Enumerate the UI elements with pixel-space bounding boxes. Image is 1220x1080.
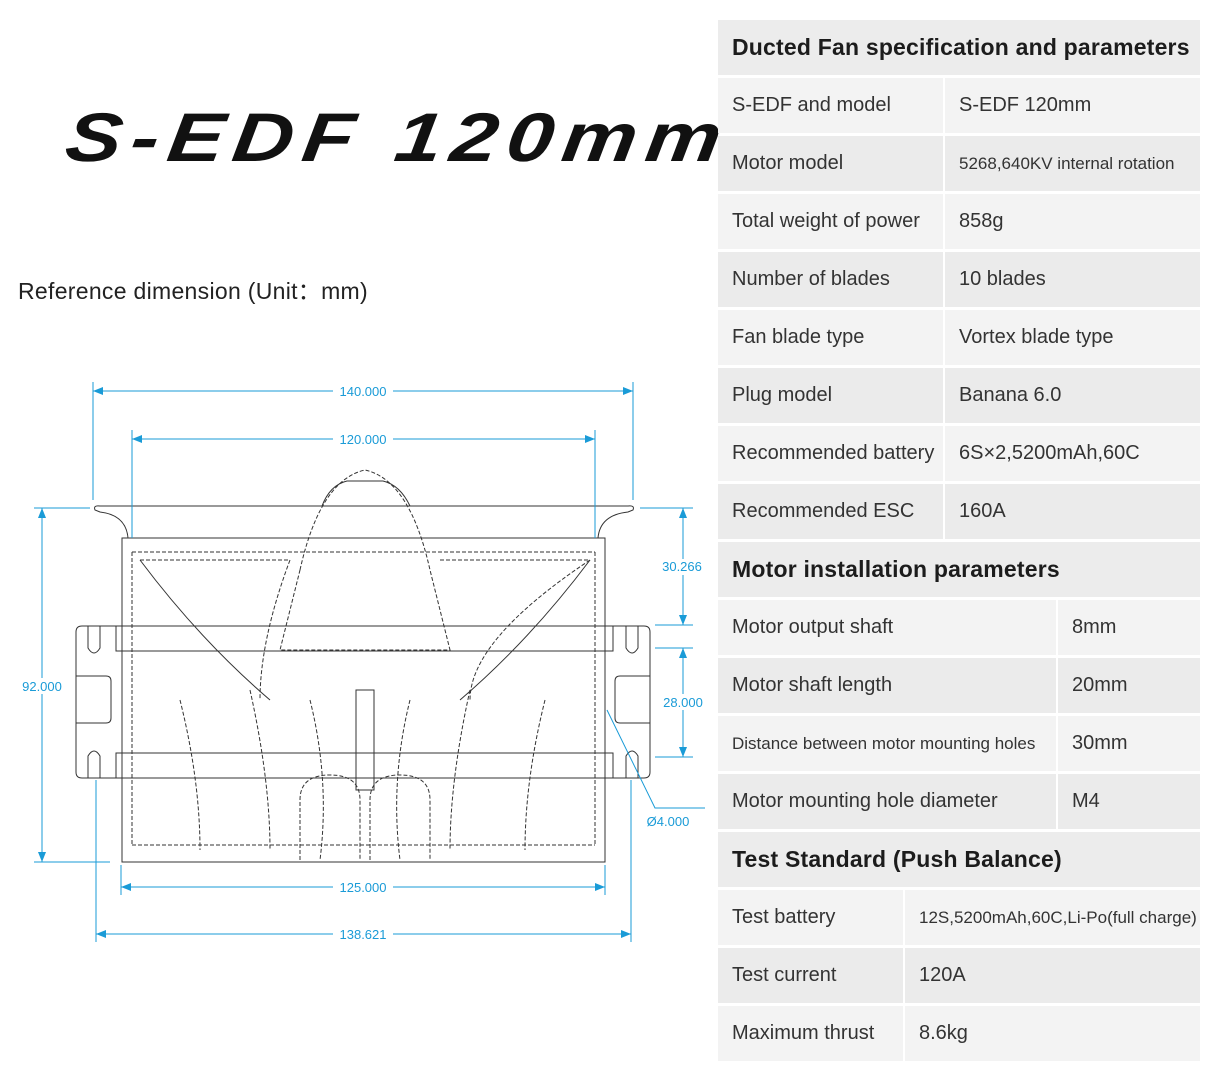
row-label: Total weight of power	[718, 194, 943, 249]
dim-28: 28.000	[663, 695, 703, 710]
row-label: Motor shaft length	[718, 658, 1056, 713]
fan-outline	[75, 469, 651, 863]
motor-table: Motor installation parameters Motor outp…	[718, 542, 1200, 832]
row-label: Motor mounting hole diameter	[718, 774, 1056, 829]
row-label: S-EDF and model	[718, 78, 943, 133]
dim-92: 92.000	[22, 679, 62, 694]
test-table-title: Test Standard (Push Balance)	[718, 832, 1200, 887]
row-value: 160A	[945, 484, 1200, 539]
row-label: Fan blade type	[718, 310, 943, 365]
row-value: 20mm	[1058, 658, 1200, 713]
row-label: Motor output shaft	[718, 600, 1056, 655]
row-value: 10 blades	[945, 252, 1200, 307]
dim-125: 125.000	[340, 880, 387, 895]
row-value: 120A	[905, 948, 1200, 1003]
row-value: Banana 6.0	[945, 368, 1200, 423]
row-label: Distance between motor mounting holes	[718, 716, 1056, 771]
dim-140: 140.000	[340, 384, 387, 399]
spec-table: Ducted Fan specification and parameters …	[718, 20, 1200, 542]
row-value: M4	[1058, 774, 1200, 829]
row-label: Number of blades	[718, 252, 943, 307]
row-value: 5268,640KV internal rotation	[945, 136, 1200, 191]
row-value: 6S×2,5200mAh,60C	[945, 426, 1200, 481]
row-label: Motor model	[718, 136, 943, 191]
row-value: 858g	[945, 194, 1200, 249]
row-value: Vortex blade type	[945, 310, 1200, 365]
test-table: Test Standard (Push Balance) Test batter…	[718, 832, 1200, 1064]
technical-drawing: 140.000 120.000 92.000 30.266 28.000 Ø4.…	[16, 382, 708, 942]
row-label: Test battery	[718, 890, 903, 945]
row-value: S-EDF 120mm	[945, 78, 1200, 133]
row-value: 30mm	[1058, 716, 1200, 771]
dimension-labels: 140.000 120.000 92.000 30.266 28.000 Ø4.…	[16, 383, 708, 942]
row-label: Test current	[718, 948, 903, 1003]
dim-120: 120.000	[340, 432, 387, 447]
row-value: 8.6kg	[905, 1006, 1200, 1061]
row-label: Recommended battery	[718, 426, 943, 481]
row-value: 8mm	[1058, 600, 1200, 655]
dim-138-621: 138.621	[340, 927, 387, 942]
dim-hole-diameter: Ø4.000	[647, 814, 690, 829]
spec-table-title: Ducted Fan specification and parameters	[718, 20, 1200, 75]
row-label: Recommended ESC	[718, 484, 943, 539]
row-label: Maximum thrust	[718, 1006, 903, 1061]
row-label: Plug model	[718, 368, 943, 423]
reference-dimension-label: Reference dimension (Unit：mm)	[18, 278, 368, 304]
dim-30-266: 30.266	[662, 559, 702, 574]
row-value: 12S,5200mAh,60C,Li-Po(full charge)	[905, 890, 1200, 945]
motor-table-title: Motor installation parameters	[718, 542, 1200, 597]
